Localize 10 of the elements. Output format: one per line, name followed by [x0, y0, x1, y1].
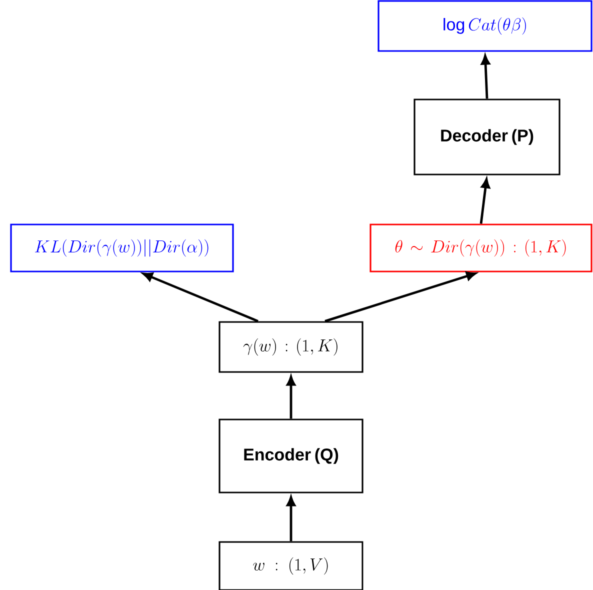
arrow [142, 272, 258, 322]
formula-box: $KL(Dir(\gamma(w))||Dir(\alpha))$ [10, 224, 234, 272]
formula-box: $\gamma(w) : (1,K)$ [218, 321, 364, 373]
formula-box: $w : (1,V)$ [218, 541, 364, 590]
formula-box: $\theta \sim Dir(\gamma(w)) : (1,K)$ [370, 224, 592, 272]
process-box: Encoder (Q) [218, 418, 364, 494]
arrow [480, 178, 490, 224]
formula-box: $\log Cat(\theta\beta)$ [378, 0, 592, 52]
arrow [324, 272, 476, 322]
process-box: Decoder (P) [414, 98, 560, 176]
